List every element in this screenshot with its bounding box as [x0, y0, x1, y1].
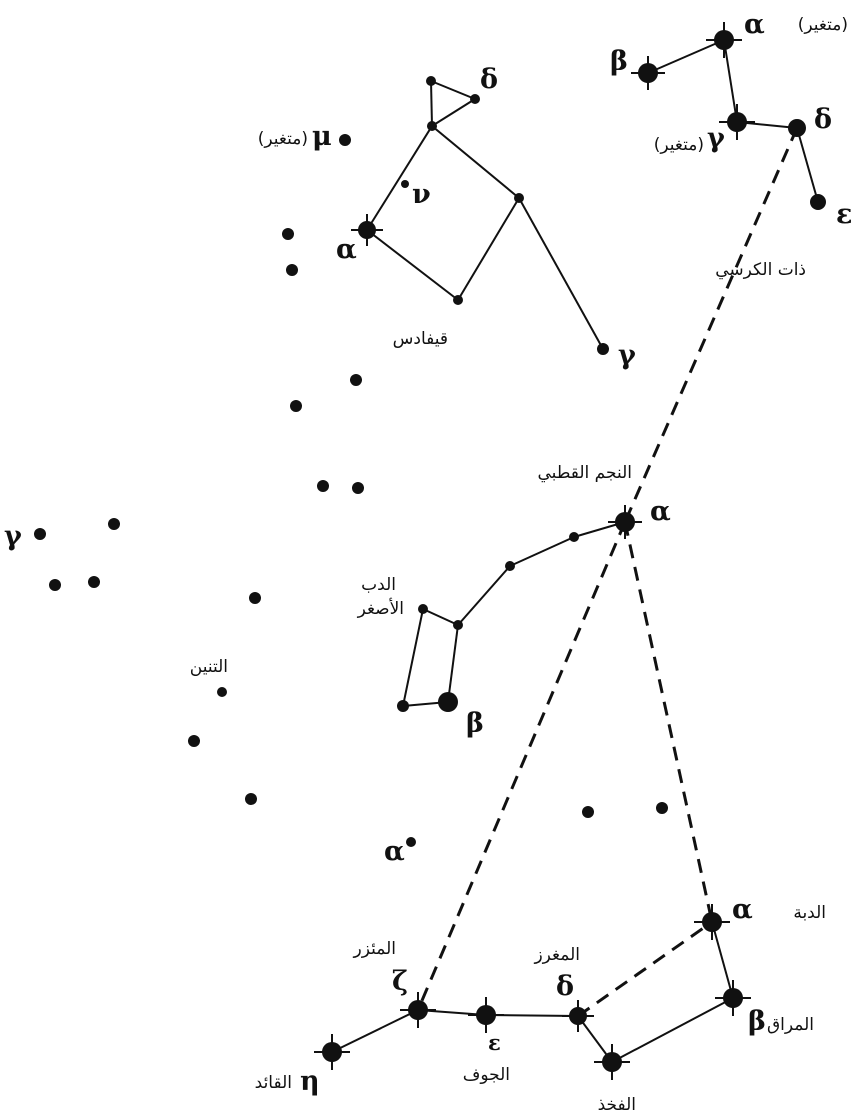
label-cassiopeia-gamma: γ [707, 123, 725, 154]
pointer-lines [416, 127, 799, 1018]
star-draco [108, 518, 120, 530]
star-cepheus-nu [401, 180, 409, 188]
label-cassiopeia-alpha-variable: (متغير) [798, 15, 848, 35]
star-cepheus-top [426, 76, 436, 86]
star-cassiopeia-delta [788, 119, 806, 137]
pointer-line-cassiopeia-to-polaris [623, 127, 799, 523]
label-megrez: المغرز [533, 945, 580, 965]
star-draco [290, 400, 302, 412]
label-alkaid-eta: η [300, 1066, 320, 1097]
star-draco [352, 482, 364, 494]
star-draco [245, 793, 257, 805]
pointer-line-polaris-to-mizar [416, 521, 627, 1011]
ursa-major-figure: α الدبة β المراق الفخذ δ المغرز ε الجوف … [255, 894, 826, 1115]
cepheus-figure: α γ δ μ (متغير) ν قيفادس [258, 64, 636, 371]
label-mizar-zeta: ζ [392, 966, 408, 997]
label-cassiopeia-gamma-variable: (متغير) [654, 135, 704, 155]
pointer-line-polaris-to-dubhe [623, 521, 714, 923]
label-phecda: الفخذ [598, 1095, 636, 1115]
label-alioth-epsilon: ε [488, 1030, 501, 1055]
star-cepheus-gamma [597, 343, 609, 355]
label-cassiopeia-epsilon: ε [836, 199, 852, 230]
ursa-minor-figure: α النجم القطبي β الدب الأصغر [357, 463, 671, 739]
cassiopeia-stars [631, 22, 826, 210]
label-merak-beta: β [748, 1006, 766, 1037]
star-draco [350, 374, 362, 386]
label-draco-name: التنين [190, 657, 228, 677]
label-cepheus-mu: μ [312, 121, 332, 152]
label-dubhe: الدبة [793, 903, 826, 923]
label-merak: المراق [767, 1015, 814, 1035]
label-cassiopeia-delta: δ [814, 104, 832, 135]
star-cepheus-delta [470, 94, 480, 104]
label-cepheus-mu-variable: (متغير) [258, 129, 308, 149]
label-dubhe-alpha: α [732, 894, 753, 925]
label-ursa-minor-name-line1: الدب [361, 575, 396, 595]
star-alioth [468, 997, 504, 1033]
label-megrez-delta: δ [556, 971, 574, 1002]
star-draco [217, 687, 227, 697]
star-megrez [562, 1000, 594, 1032]
pointer-line-megrez-to-dubhe [577, 920, 713, 1018]
star-ursa-minor-gamma [397, 700, 409, 712]
star-field [582, 806, 594, 818]
cepheus-stars [339, 76, 609, 355]
star-draco [49, 579, 61, 591]
star-phecda [594, 1044, 630, 1080]
star-cepheus-beta [514, 193, 524, 203]
label-ursa-minor-beta: β [466, 708, 484, 739]
star-polaris [608, 505, 642, 539]
label-cepheus-nu: ν [412, 179, 431, 210]
star-draco [88, 576, 100, 588]
label-draco-gamma: γ [4, 521, 22, 552]
label-mizar: المئزر [353, 939, 396, 959]
label-alkaid: القائد [255, 1073, 292, 1093]
star-draco [249, 592, 261, 604]
star-cassiopeia-gamma [719, 104, 755, 140]
star-ursa-minor-epsilon [505, 561, 515, 571]
label-cassiopeia-beta: β [610, 46, 628, 77]
star-merak [715, 980, 751, 1016]
star-cepheus-alpha [351, 214, 383, 246]
star-ursa-minor-zeta [453, 620, 463, 630]
star-draco-gamma [34, 528, 46, 540]
label-cepheus-delta: δ [480, 64, 498, 95]
label-polaris: النجم القطبي [538, 463, 632, 483]
star-cassiopeia-alpha [706, 22, 742, 58]
draco-stars [34, 228, 668, 847]
ursa-minor-stars [397, 505, 642, 712]
label-cepheus-name: قيفادس [393, 329, 448, 349]
star-draco [188, 735, 200, 747]
label-polaris-alpha: α [650, 496, 671, 527]
star-dubhe [694, 904, 730, 940]
star-ursa-minor-beta [438, 692, 458, 712]
label-cassiopeia-alpha: α [744, 9, 765, 40]
star-cassiopeia-beta [631, 56, 665, 90]
star-field [656, 802, 668, 814]
star-cepheus-iota [453, 295, 463, 305]
star-draco [282, 228, 294, 240]
label-cepheus-alpha: α [336, 234, 357, 265]
star-draco [317, 480, 329, 492]
star-draco-alpha [406, 837, 416, 847]
star-ursa-minor-delta [569, 532, 579, 542]
star-alkaid [314, 1034, 350, 1070]
label-alioth: الجوف [463, 1065, 510, 1085]
ursa-major-stars [314, 904, 751, 1080]
star-cepheus-mid [427, 121, 437, 131]
label-draco-alpha: α [384, 836, 405, 867]
label-cepheus-gamma: γ [618, 340, 636, 371]
star-ursa-minor-eta [418, 604, 428, 614]
star-mizar [400, 992, 436, 1028]
star-draco [286, 264, 298, 276]
label-cassiopeia-name: ذات الكرسي [715, 260, 806, 280]
label-ursa-minor-name-line2: الأصغر [357, 598, 404, 619]
star-cassiopeia-epsilon [810, 194, 826, 210]
star-cepheus-mu [339, 134, 351, 146]
cassiopeia-figure: α (متغير) β γ (متغير) δ ε ذات الكرسي [610, 9, 852, 280]
